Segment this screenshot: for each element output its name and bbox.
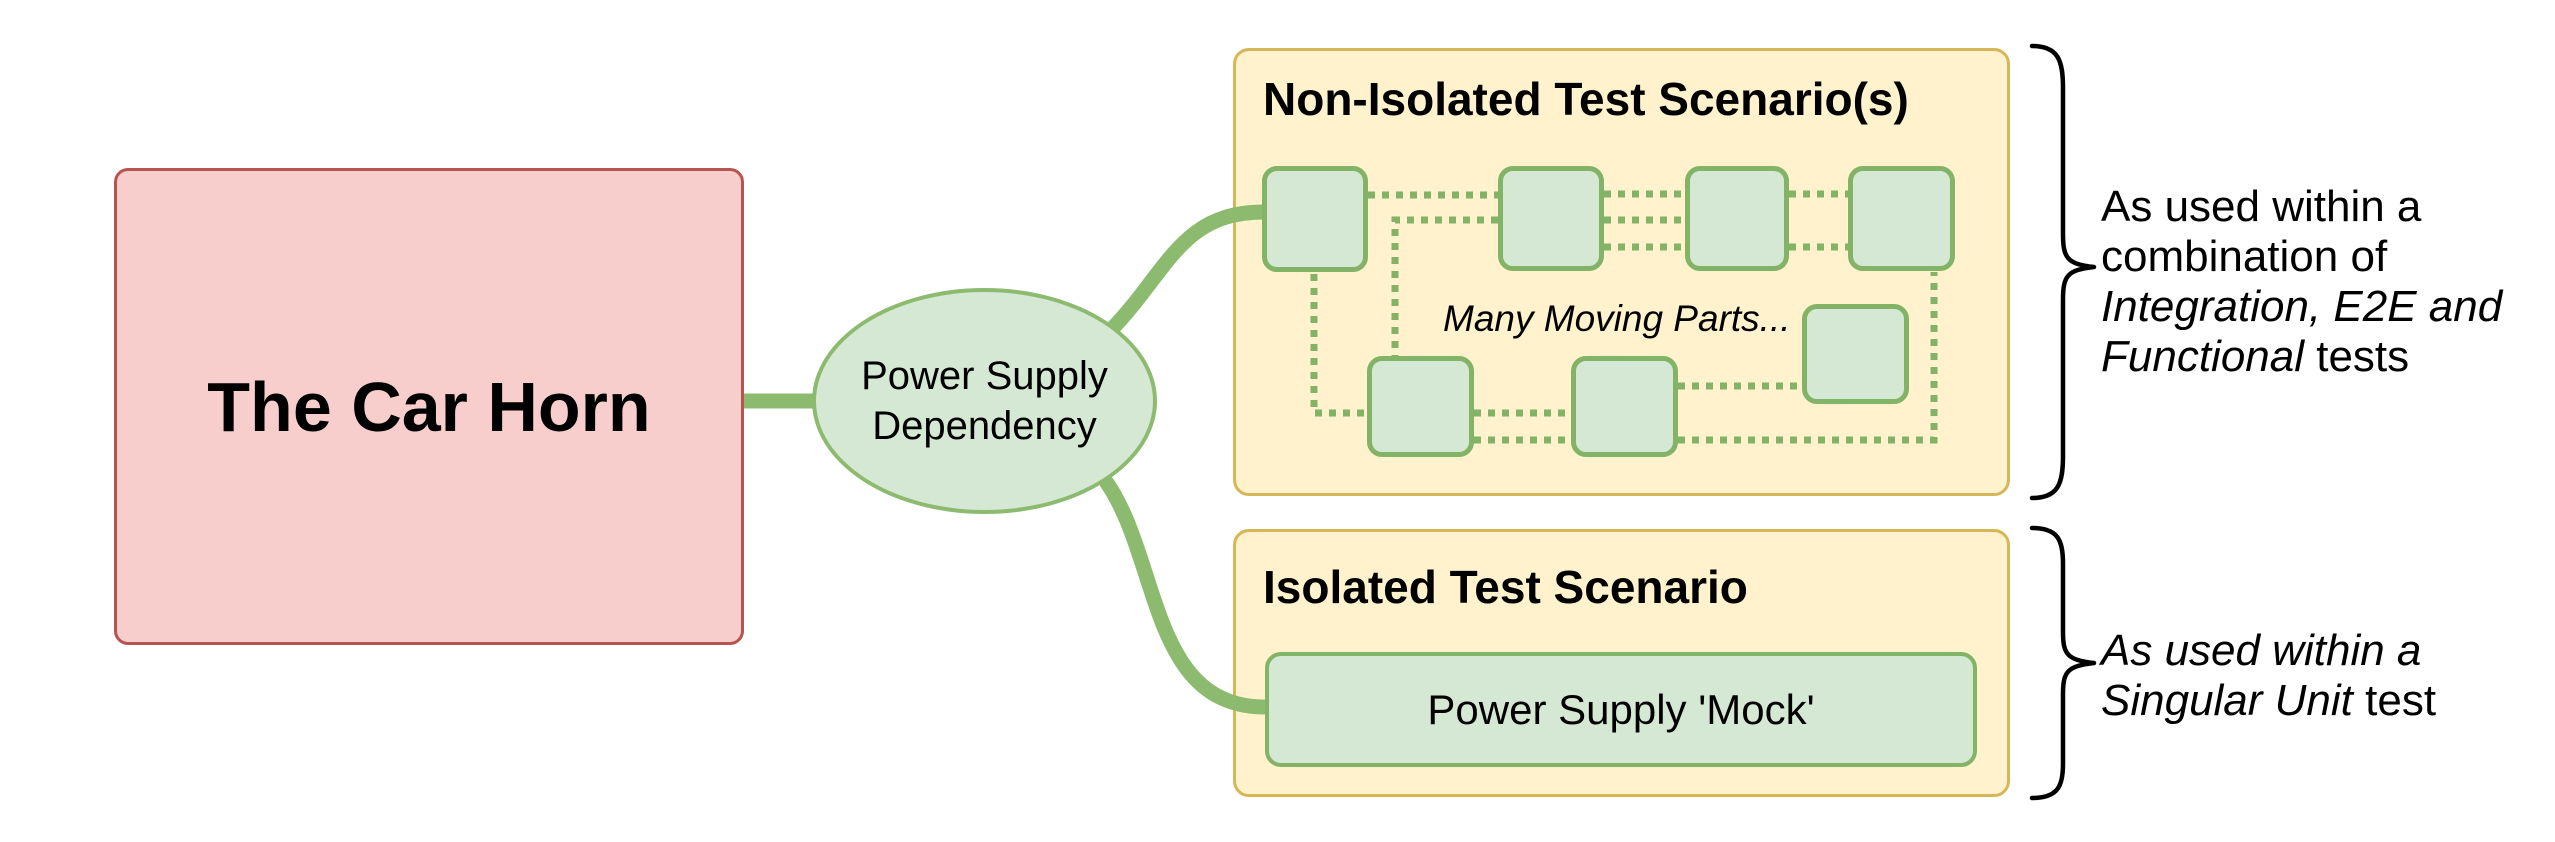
- annotation-line-3: Integration, E2E and: [2101, 282, 2502, 332]
- component-box-1: [1262, 166, 1368, 272]
- annotation-line-2-italic: Singular Unit: [2101, 676, 2353, 725]
- component-box-2: [1498, 166, 1604, 271]
- component-box-4: [1848, 166, 1955, 271]
- annotation-isolated: As used within a Singular Unit test: [2101, 626, 2436, 726]
- annotation-line-4-italic: Functional: [2101, 332, 2305, 381]
- annotation-line-4-regular: tests: [2304, 332, 2410, 381]
- annotation-line-1: As used within a: [2101, 626, 2436, 676]
- component-box-3: [1685, 166, 1789, 271]
- car-horn-node: The Car Horn: [114, 168, 744, 645]
- non-isolated-panel-title: Non-Isolated Test Scenario(s): [1263, 73, 1909, 125]
- annotation-line-1: As used within a: [2101, 182, 2422, 231]
- car-horn-label: The Car Horn: [207, 367, 651, 446]
- annotation-line-4: Functional tests: [2101, 332, 2502, 382]
- annotation-non-isolated: As used within a combination of Integrat…: [2101, 182, 2502, 382]
- annotation-line-2: Singular Unit test: [2101, 676, 2436, 726]
- many-moving-parts-caption: Many Moving Parts...: [1443, 298, 1791, 339]
- mock-label: Power Supply 'Mock': [1427, 685, 1815, 733]
- component-box-6: [1571, 356, 1678, 457]
- annotation-line-2-regular: test: [2352, 676, 2437, 725]
- annotation-line-2: combination of: [2101, 232, 2388, 281]
- annotation-line-3-italic: Integration, E2E and: [2101, 282, 2503, 331]
- isolated-panel-title: Isolated Test Scenario: [1263, 561, 1748, 613]
- component-box-7: [1802, 304, 1909, 404]
- power-supply-dependency-node: Power Supply Dependency: [812, 288, 1157, 514]
- dependency-label: Power Supply Dependency: [861, 354, 1108, 448]
- component-box-5: [1367, 356, 1474, 457]
- power-supply-mock-node: Power Supply 'Mock': [1265, 652, 1977, 767]
- curly-brace-bottom: [2029, 525, 2097, 801]
- curly-brace-top: [2029, 43, 2097, 501]
- annotation-line-1-italic: As used within a: [2101, 626, 2422, 675]
